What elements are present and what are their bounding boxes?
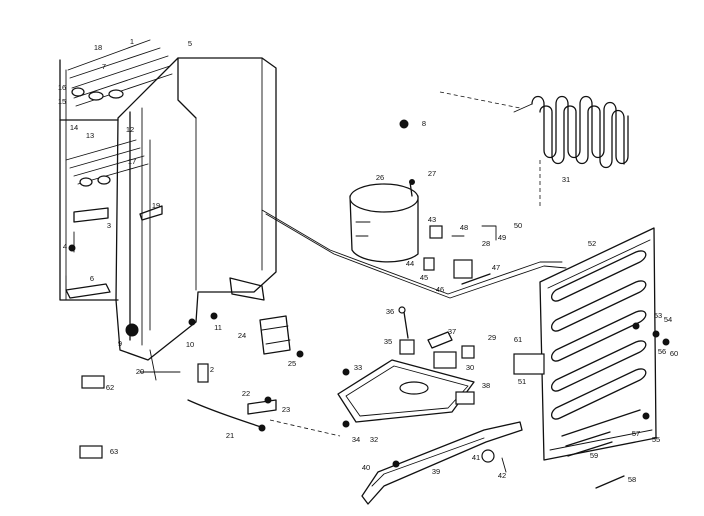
callout-9: 9 bbox=[117, 339, 123, 348]
callout-49: 49 bbox=[497, 233, 507, 242]
callout-12: 12 bbox=[125, 125, 135, 134]
callout-42: 42 bbox=[497, 471, 507, 480]
callout-20: 20 bbox=[135, 367, 145, 376]
callout-17: 17 bbox=[127, 157, 137, 166]
callout-63: 63 bbox=[109, 447, 119, 456]
callout-23: 23 bbox=[281, 405, 291, 414]
callout-33: 33 bbox=[353, 363, 363, 372]
callout-55: 55 bbox=[651, 435, 661, 444]
callout-53: 53 bbox=[653, 311, 663, 320]
refrigerant-lines bbox=[261, 91, 567, 437]
callout-31: 31 bbox=[561, 175, 571, 184]
callout-15: 15 bbox=[57, 97, 67, 106]
callout-50: 50 bbox=[513, 221, 523, 230]
callout-43: 43 bbox=[427, 215, 437, 224]
callout-27: 27 bbox=[427, 169, 437, 178]
callout-41: 41 bbox=[471, 453, 481, 462]
callout-28: 28 bbox=[481, 239, 491, 248]
callout-56: 56 bbox=[657, 347, 667, 356]
callout-47: 47 bbox=[491, 263, 501, 272]
callout-39: 39 bbox=[431, 467, 441, 476]
callout-4: 4 bbox=[62, 242, 68, 251]
callout-11: 11 bbox=[214, 323, 222, 332]
base-frame bbox=[337, 119, 545, 505]
center-hardware bbox=[139, 205, 304, 432]
callout-62: 62 bbox=[105, 383, 115, 392]
callout-35: 35 bbox=[383, 337, 393, 346]
callout-38: 38 bbox=[481, 381, 491, 390]
callout-59: 59 bbox=[589, 451, 599, 460]
callout-1: 1 bbox=[129, 37, 135, 46]
condenser-coil-upper bbox=[513, 95, 629, 169]
callout-30: 30 bbox=[465, 363, 475, 372]
evaporator-top-left bbox=[65, 39, 173, 187]
callout-3: 3 bbox=[106, 221, 112, 230]
callout-36: 36 bbox=[385, 307, 395, 316]
callout-7: 7 bbox=[101, 62, 107, 71]
callout-52: 52 bbox=[587, 239, 597, 248]
callout-6: 6 bbox=[89, 274, 95, 283]
callout-14: 14 bbox=[69, 123, 79, 132]
callout-5: 5 bbox=[187, 39, 193, 48]
callout-32: 32 bbox=[369, 435, 379, 444]
callout-34: 34 bbox=[351, 435, 361, 444]
callout-19: 19 bbox=[151, 201, 161, 210]
callout-22: 22 bbox=[241, 389, 251, 398]
callout-25: 25 bbox=[287, 359, 297, 368]
callout-24: 24 bbox=[237, 331, 247, 340]
callout-26: 26 bbox=[375, 173, 385, 182]
callout-37: 37 bbox=[447, 327, 457, 336]
callout-40: 40 bbox=[361, 463, 371, 472]
callout-44: 44 bbox=[405, 259, 415, 268]
callout-51: 51 bbox=[517, 377, 527, 386]
callout-60: 60 bbox=[669, 349, 679, 358]
callout-16: 16 bbox=[57, 83, 67, 92]
compressor bbox=[349, 179, 497, 285]
callout-2: 2 bbox=[209, 365, 215, 374]
callout-48: 48 bbox=[459, 223, 469, 232]
callout-58: 58 bbox=[627, 475, 637, 484]
callout-57: 57 bbox=[631, 429, 641, 438]
callout-13: 13 bbox=[85, 131, 95, 140]
callout-8: 8 bbox=[421, 119, 427, 128]
left-hardware bbox=[65, 207, 181, 459]
callout-21: 21 bbox=[225, 431, 235, 440]
callout-18: 18 bbox=[93, 43, 103, 52]
callout-29: 29 bbox=[487, 333, 497, 342]
callout-10: 10 bbox=[185, 340, 195, 349]
cabinet-shell bbox=[59, 57, 277, 361]
callout-45: 45 bbox=[419, 273, 429, 282]
callout-46: 46 bbox=[435, 285, 445, 294]
condenser-panel bbox=[539, 227, 670, 489]
callout-61: 61 bbox=[513, 335, 523, 344]
callout-54: 54 bbox=[663, 315, 673, 324]
